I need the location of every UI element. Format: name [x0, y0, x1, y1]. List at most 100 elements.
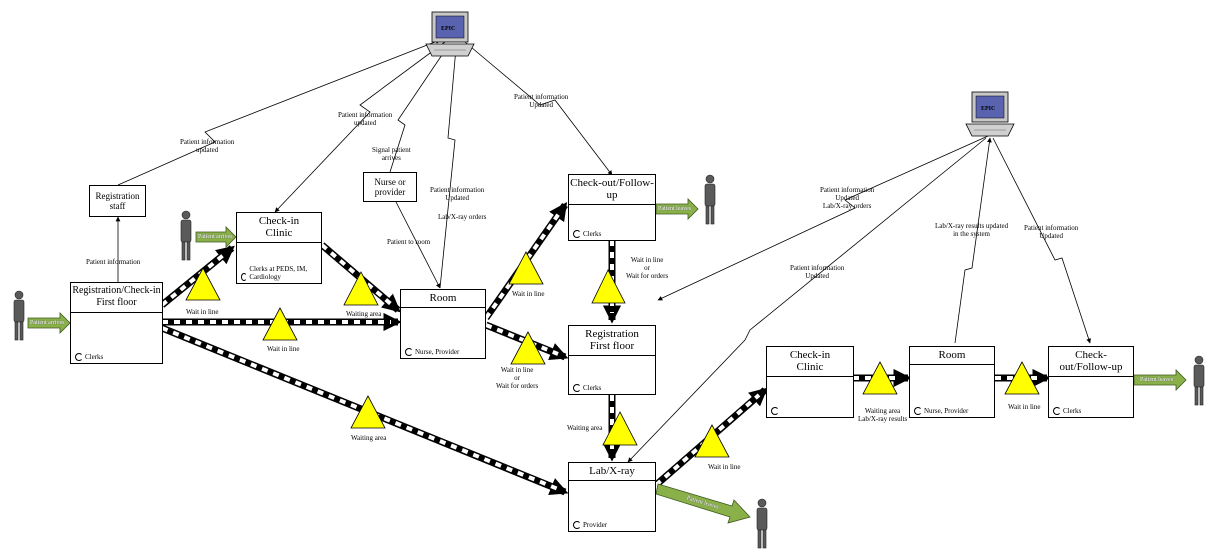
push-label: Patient leaves: [658, 206, 692, 212]
info-line-epic2-checkout2: [992, 137, 1091, 344]
computer-icon: [965, 91, 1015, 137]
push-label: Patient arrives: [30, 320, 65, 326]
wait-triangle-room-direct: [262, 307, 298, 341]
push-arrow-leave2: [655, 483, 751, 524]
info-line-room2-epic2: [954, 137, 992, 344]
wait-label: Wait in line: [512, 290, 545, 298]
people: [13, 174, 1205, 549]
process-lab-xray: Lab/X-ray Provider: [568, 462, 656, 532]
operator-icon: [771, 407, 779, 415]
wait-label: Waiting area: [351, 434, 387, 442]
wait-label: Wait in line: [708, 463, 741, 471]
operator-icon: [405, 348, 413, 356]
push-label: Patient arrives: [198, 234, 233, 240]
info-line-room-epic: [439, 47, 459, 289]
wait-triangle-reg2: [510, 331, 546, 365]
epic-system-label: EPIC: [981, 106, 996, 112]
process-resource: Provider: [583, 521, 608, 529]
info-label: Patient information: [86, 258, 141, 266]
info-flow-lines: [115, 39, 1091, 463]
wait-triangle-lab: [350, 395, 386, 429]
wait-label: Wait in line: [186, 308, 219, 316]
wait-triangle-checkout: [508, 251, 544, 285]
wait-triangle-checkout-reg2: [591, 269, 626, 304]
process-resource: Nurse, Provider: [415, 348, 460, 356]
process-checkin-clinic-2: Check-in Clinic: [766, 346, 854, 418]
person-icon: [704, 174, 716, 225]
person-icon: [13, 290, 25, 341]
process-title: Check-out/Follow-up: [1059, 349, 1123, 373]
info-label: Patient to room: [387, 238, 431, 246]
process-room: Room Nurse, Provider: [400, 289, 486, 359]
process-title: First floor: [96, 297, 137, 308]
info-label: Lab/X-ray orders: [438, 213, 487, 221]
wait-triangle-reg2-lab: [602, 411, 638, 446]
process-title: Clinic: [796, 361, 824, 373]
epic-system-label: EPIC: [441, 26, 456, 32]
push-label: Patient leaves: [1140, 377, 1174, 383]
wait-label: Waiting area: [567, 424, 603, 432]
wait-label: Waiting area: [346, 310, 382, 318]
operator-icon: [573, 384, 581, 392]
info-line-nurse-epic: [389, 45, 449, 173]
person-icon: [1193, 355, 1205, 406]
process-resource: Clerks: [583, 230, 602, 238]
process-title: Clinic: [265, 227, 293, 239]
push-arrow-leave1: [655, 198, 699, 220]
process-resource: Clerks at PEDS, IM, Cardiology: [249, 265, 308, 281]
info-line-nurse-room: [394, 199, 441, 289]
wait-triangle-checkin2-room2: [862, 361, 898, 395]
process-resource: Clerks: [1063, 407, 1082, 415]
process-title: Check-out/Follow-up: [570, 177, 654, 201]
info-line-epic2-reg2: [657, 135, 989, 301]
wait-label: Wait in line: [267, 345, 300, 353]
process-resource: Clerks: [85, 353, 104, 361]
person-icon: [180, 210, 192, 261]
wait-triangle-checkin: [185, 267, 221, 301]
process-checkout-followup-2: Check-out/Follow-up Clerks: [1048, 346, 1134, 418]
process-resource: Nurse, Provider: [924, 407, 969, 415]
info-line-epic2-lab: [627, 137, 987, 463]
push-arrows: [27, 198, 1187, 524]
process-title: Registration: [585, 328, 639, 340]
push-arrow-arrive2: [195, 226, 237, 248]
operator-icon: [573, 230, 581, 238]
process-title: Check-in: [789, 349, 831, 361]
process-title: Check-in: [258, 215, 300, 227]
process-checkin-clinic: Check-in Clinic Clerks at PEDS, IM, Card…: [236, 212, 322, 284]
push-arrow-leave3: [1133, 369, 1187, 391]
process-checkout-followup: Check-out/Follow-up Clerks: [568, 174, 656, 241]
info-line-regstaff-epic: [117, 39, 441, 186]
process-title: Registration/Check-in: [72, 285, 161, 296]
wait-triangle-lab-checkin2: [694, 424, 730, 458]
computer-icon: [425, 11, 475, 57]
process-title: First floor: [589, 340, 635, 352]
process-registration: Registration/Check-in First floor Clerks: [70, 282, 163, 364]
push-arrow-arrive1: [27, 312, 71, 334]
process-title: Room: [429, 292, 457, 304]
process-title: Lab/X-ray: [589, 465, 635, 477]
wait-triangle-room: [343, 271, 379, 306]
operator-icon: [573, 521, 581, 529]
info-line-epic-checkin: [274, 41, 446, 213]
operator-icon: [1053, 407, 1061, 415]
operator-icon: [241, 273, 248, 281]
person-icon: [756, 498, 768, 549]
wait-triangle-room2-checkout2: [1004, 361, 1040, 395]
wait-label: Wait in line: [1008, 403, 1041, 411]
process-room-2: Room Nurse, Provider: [909, 346, 995, 418]
process-registration-first-floor: Registration First floor Clerks: [568, 325, 656, 395]
